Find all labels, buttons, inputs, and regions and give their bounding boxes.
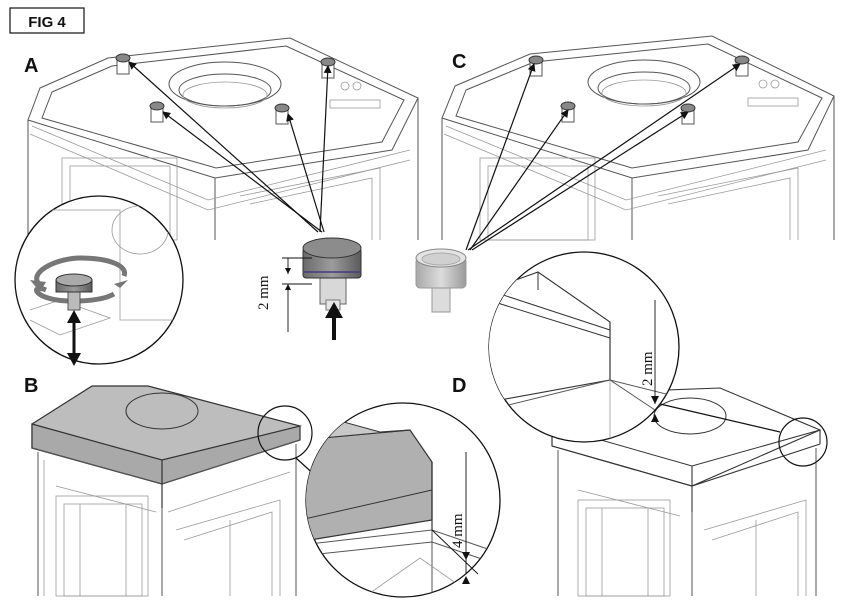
figure-label: FIG 4 bbox=[9, 7, 85, 34]
panel-c-pointer-lines bbox=[465, 63, 741, 251]
panel-b-stove-body bbox=[37, 444, 297, 597]
panel-d-zoom-connector bbox=[659, 403, 781, 433]
panel-d-stove-body bbox=[557, 448, 817, 597]
panel-b-zoom-marker bbox=[257, 405, 313, 461]
panel-b-label: B bbox=[24, 375, 38, 397]
panel-b-zoom-detail: 4 mm bbox=[305, 402, 501, 598]
panel-c: C bbox=[441, 35, 835, 251]
panel-a-label: A bbox=[24, 55, 38, 77]
panel-c-foot-1 bbox=[528, 55, 544, 77]
panel-c-foot-3 bbox=[560, 101, 576, 123]
rotation-arrow-icon bbox=[30, 255, 128, 304]
panel-a-stove-top bbox=[27, 37, 419, 241]
panel-c-stove-top bbox=[441, 35, 835, 241]
push-arrow-icon bbox=[325, 302, 343, 340]
panel-d-dimension-text: 2 mm bbox=[640, 351, 656, 386]
foot-dimension: 2 mm bbox=[256, 257, 312, 332]
figure-label-text: FIG 4 bbox=[28, 14, 66, 31]
panel-d-zoom-detail: 2 mm bbox=[488, 251, 680, 443]
foot-dimension-text: 2 mm bbox=[256, 275, 272, 310]
panel-a-foot-1 bbox=[115, 53, 131, 75]
panel-b: B bbox=[24, 375, 501, 598]
panel-a-foot-3 bbox=[149, 101, 165, 123]
panel-a: A bbox=[24, 37, 419, 241]
panel-d-label: D bbox=[452, 375, 466, 397]
panel-d-zoom-marker bbox=[778, 417, 828, 467]
panel-a-pointer-lines bbox=[128, 61, 332, 233]
panel-a-foot-4 bbox=[274, 103, 290, 125]
rotate-foot-detail bbox=[14, 195, 184, 366]
panel-b-dimension-text: 4 mm bbox=[450, 513, 466, 548]
height-arrow-icon bbox=[67, 310, 81, 366]
panel-c-label: C bbox=[452, 51, 466, 73]
light-foot bbox=[415, 248, 467, 313]
rotate-foot-knob bbox=[55, 273, 93, 311]
panel-b-top-plate bbox=[31, 385, 302, 508]
adjustable-foot bbox=[302, 237, 362, 311]
panel-c-foot-4 bbox=[680, 103, 696, 125]
panel-d: D bbox=[452, 251, 828, 597]
